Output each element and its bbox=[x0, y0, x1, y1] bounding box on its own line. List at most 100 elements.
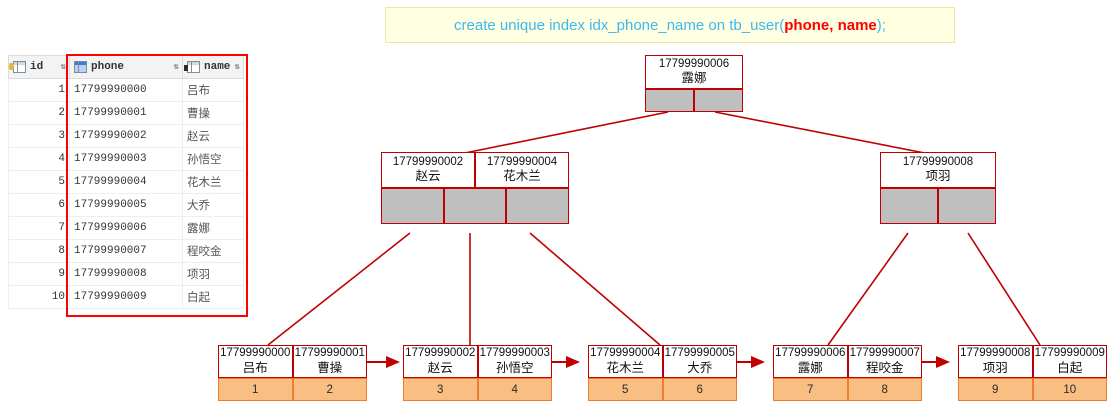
cell-name: 孙悟空 bbox=[182, 147, 244, 171]
tree-key-phone: 17799990004 bbox=[590, 347, 661, 360]
column-header-id-label: id bbox=[30, 61, 44, 73]
tree-key-name: 露娜 bbox=[797, 360, 823, 375]
tree-pointer-cell bbox=[938, 188, 996, 224]
tree-pointer-cell bbox=[694, 89, 743, 112]
column-header-phone-label: phone bbox=[91, 61, 125, 73]
tree-data-cell: 4 bbox=[477, 378, 552, 401]
tree-data-cell: 2 bbox=[292, 378, 367, 401]
tree-data-cell: 10 bbox=[1032, 378, 1107, 401]
tree-key-phone: 17799990004 bbox=[486, 155, 558, 168]
tree-key-name: 孙悟空 bbox=[495, 360, 534, 375]
cell-id: 5 bbox=[8, 170, 70, 194]
cell-id: 7 bbox=[8, 216, 70, 240]
index-column-icon bbox=[74, 61, 87, 73]
tree-key-phone: 17799990009 bbox=[1034, 347, 1105, 360]
sort-icon[interactable]: ⇅ bbox=[60, 62, 67, 72]
tree-key-phone: 17799990007 bbox=[849, 347, 920, 360]
cell-id: 9 bbox=[8, 262, 70, 286]
sql-highlighted-columns: phone, name bbox=[784, 16, 877, 34]
cell-name: 项羽 bbox=[182, 262, 244, 286]
cell-id: 4 bbox=[8, 147, 70, 171]
tree-key-name: 吕布 bbox=[242, 360, 268, 375]
cell-name: 吕布 bbox=[182, 78, 244, 102]
cell-phone: 17799990005 bbox=[69, 193, 183, 217]
cell-name: 赵云 bbox=[182, 124, 244, 148]
tree-key-phone: 17799990001 bbox=[294, 347, 365, 360]
column-header-id[interactable]: id ⇅ bbox=[8, 55, 70, 79]
tree-key-name: 白起 bbox=[1057, 360, 1083, 375]
tree-data-cell: 9 bbox=[958, 378, 1033, 401]
cell-name: 露娜 bbox=[182, 216, 244, 240]
tree-pointer-cell bbox=[645, 89, 694, 112]
tree-key-name: 曹操 bbox=[317, 360, 343, 375]
tree-key-name: 大乔 bbox=[687, 360, 713, 375]
tree-key-name: 赵云 bbox=[427, 360, 453, 375]
tree-pointer-cell bbox=[443, 188, 507, 224]
tree-pointer-row bbox=[645, 89, 743, 112]
sql-suffix-text: ); bbox=[876, 16, 886, 34]
index-column-icon bbox=[184, 61, 200, 73]
column-header-phone[interactable]: phone ⇅ bbox=[69, 55, 183, 79]
tree-key-phone: 17799990002 bbox=[392, 155, 464, 168]
cell-name: 花木兰 bbox=[182, 170, 244, 194]
cell-phone: 17799990008 bbox=[69, 262, 183, 286]
cell-phone: 17799990002 bbox=[69, 124, 183, 148]
cell-phone: 17799990007 bbox=[69, 239, 183, 263]
tree-key-name: 花木兰 bbox=[503, 169, 541, 184]
tree-data-cell: 8 bbox=[847, 378, 922, 401]
cell-phone: 17799990009 bbox=[69, 285, 183, 309]
tree-key-name: 花木兰 bbox=[606, 360, 644, 375]
cell-phone: 17799990004 bbox=[69, 170, 183, 194]
sort-icon[interactable]: ⇅ bbox=[173, 62, 180, 72]
tree-key-phone: 17799990006 bbox=[658, 57, 730, 70]
sort-icon[interactable]: ⇅ bbox=[234, 62, 241, 72]
key-column-icon bbox=[9, 61, 26, 73]
tree-key-name: 露娜 bbox=[681, 71, 707, 86]
cell-id: 2 bbox=[8, 101, 70, 125]
result-table[interactable]: id ⇅ phone ⇅ name ⇅ bbox=[8, 55, 244, 309]
query-result-grid[interactable]: id ⇅ phone ⇅ name ⇅ bbox=[8, 55, 244, 309]
column-header-name[interactable]: name ⇅ bbox=[182, 55, 244, 79]
cell-phone: 17799990003 bbox=[69, 147, 183, 171]
cell-phone: 17799990000 bbox=[69, 78, 183, 102]
tree-key-phone: 17799990008 bbox=[902, 155, 974, 168]
tree-pointer-cell bbox=[880, 188, 938, 224]
tree-data-cell: 7 bbox=[773, 378, 848, 401]
cell-name: 大乔 bbox=[182, 193, 244, 217]
